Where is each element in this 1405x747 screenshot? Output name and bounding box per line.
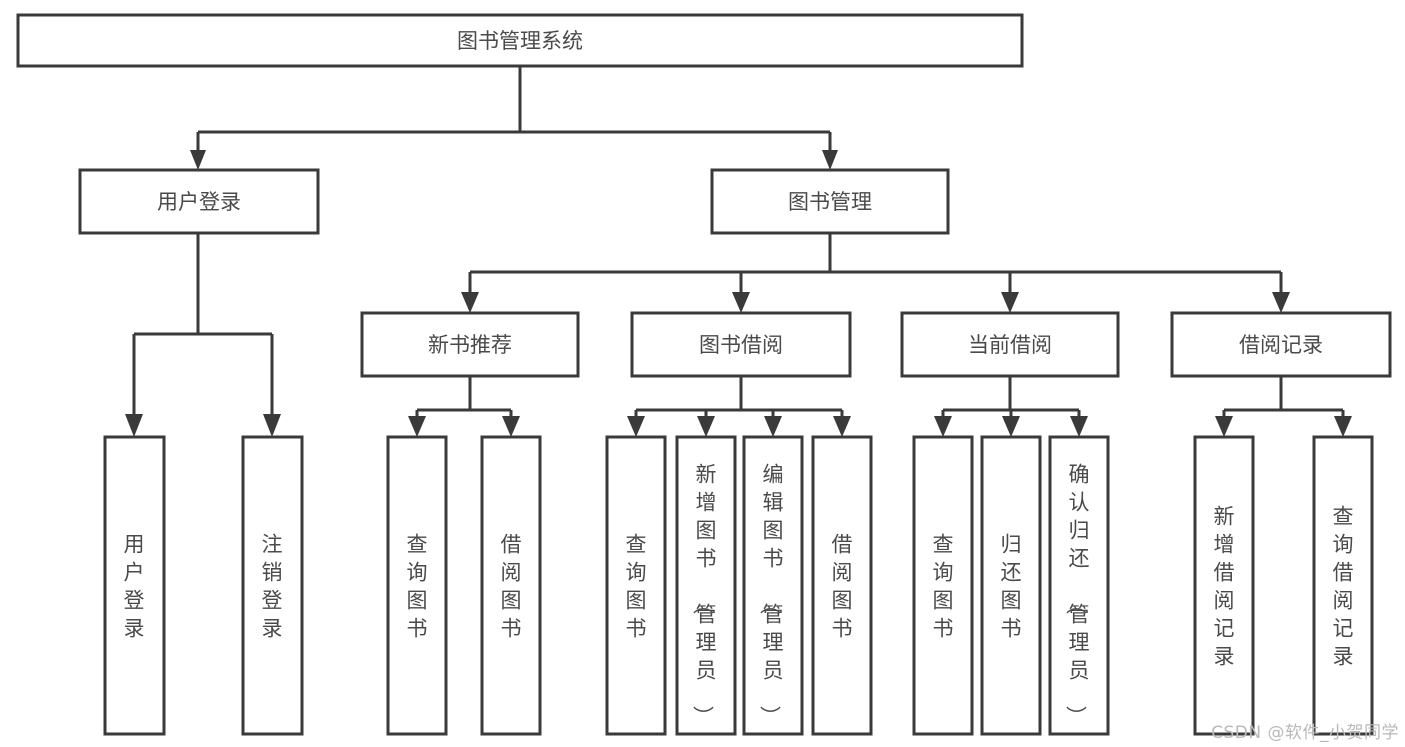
book-borrow-label: 图书借阅 [699, 333, 783, 357]
leaf-book-borrow-4[interactable]: 借阅图书 [811, 435, 873, 736]
root-box[interactable] [16, 13, 1024, 68]
user-login-box[interactable] [78, 168, 320, 235]
leaf-label: 查询借阅记录 [1333, 505, 1354, 669]
arrow-bookmanage-to-record [1272, 292, 1290, 313]
arrow-bookmanage-to-borrow [732, 292, 750, 313]
book-management-label: 图书管理 [788, 190, 872, 214]
arrow-root-to-user-login [190, 150, 206, 170]
leaf-box[interactable] [605, 435, 667, 736]
leaf-box[interactable] [980, 435, 1042, 736]
leaf-book-borrow-2[interactable]: 新增图书（管理员） [675, 435, 737, 736]
leaf-box[interactable] [1193, 435, 1255, 736]
current-borrow-box[interactable] [900, 311, 1120, 378]
leaf-label: 查询图书 [626, 533, 647, 641]
borrow-record-box[interactable] [1170, 311, 1392, 378]
leaf-box[interactable] [811, 435, 873, 736]
leaf-borrow-record-1[interactable]: 新增借阅记录 [1193, 435, 1255, 736]
leaf-book-borrow-1[interactable]: 查询图书 [605, 435, 667, 736]
node-borrow-record[interactable]: 借阅记录 [1170, 311, 1392, 378]
leaf-box[interactable] [241, 435, 304, 736]
arrow-userlogin-leaf-1 [125, 414, 143, 437]
root-label: 图书管理系统 [457, 29, 583, 53]
leaf-box[interactable] [103, 435, 166, 736]
arrow-root-to-book-manage [822, 150, 838, 170]
arrow-bookmanage-to-current [1001, 292, 1019, 313]
leaf-user-login-2[interactable]: 注销登录 [241, 435, 304, 736]
leaf-book-borrow-3[interactable]: 编辑图书（管理员） [742, 435, 804, 736]
leaf-new-book-1[interactable]: 查询图书 [386, 435, 448, 736]
leaf-label: 查询图书 [407, 533, 428, 641]
arrow-newbook-leaf-2 [502, 416, 520, 437]
arrow-borrow-leaf-2 [697, 416, 715, 437]
node-new-book-recommend[interactable]: 新书推荐 [360, 311, 580, 378]
arrow-borrow-leaf-4 [833, 416, 851, 437]
arrow-borrow-leaf-3 [764, 416, 782, 437]
leaf-box[interactable] [1048, 435, 1110, 736]
edge-layer [125, 66, 1352, 437]
leaf-label: 归还图书 [1001, 533, 1022, 641]
node-current-borrow[interactable]: 当前借阅 [900, 311, 1120, 378]
arrow-borrow-leaf-1 [627, 416, 645, 437]
leaf-box[interactable] [1312, 435, 1374, 736]
leaf-label: 确认归还（管理员） [1064, 463, 1090, 727]
leaf-user-login-1[interactable]: 用户登录 [103, 435, 166, 736]
leaf-label: 借阅图书 [501, 533, 522, 641]
new-book-recommend-label: 新书推荐 [428, 333, 512, 357]
leaf-label: 新增借阅记录 [1214, 505, 1235, 669]
leaf-label: 用户登录 [124, 533, 145, 641]
arrow-newbook-leaf-1 [408, 416, 426, 437]
user-login-label: 用户登录 [157, 190, 241, 214]
arrow-current-leaf-2 [1002, 416, 1020, 437]
node-book-borrow[interactable]: 图书借阅 [630, 311, 852, 378]
leaf-label: 编辑图书（管理员） [758, 463, 784, 727]
node-root-book-management-system[interactable]: 图书管理系统 [16, 13, 1024, 68]
leaf-box[interactable] [912, 435, 974, 736]
leaf-box[interactable] [675, 435, 737, 736]
arrow-current-leaf-1 [934, 416, 952, 437]
leaf-current-borrow-3[interactable]: 确认归还（管理员） [1048, 435, 1110, 736]
leaf-current-borrow-1[interactable]: 查询图书 [912, 435, 974, 736]
current-borrow-label: 当前借阅 [968, 333, 1052, 357]
csdn-watermark: CSDN @软件_小贺同学 [1211, 723, 1399, 743]
book-borrow-box[interactable] [630, 311, 852, 378]
arrow-bookmanage-to-newbook [461, 292, 479, 313]
leaf-label: 查询图书 [933, 533, 954, 641]
leaf-current-borrow-2[interactable]: 归还图书 [980, 435, 1042, 736]
leaf-label: 借阅图书 [832, 533, 853, 641]
leaf-borrow-record-2[interactable]: 查询借阅记录 [1312, 435, 1374, 736]
arrow-userlogin-leaf-2 [263, 414, 281, 437]
leaf-box[interactable] [742, 435, 804, 736]
new-book-recommend-box[interactable] [360, 311, 580, 378]
leaf-label: 新增图书（管理员） [691, 463, 717, 727]
arrow-record-leaf-2 [1334, 416, 1352, 437]
leaf-new-book-2[interactable]: 借阅图书 [480, 435, 542, 736]
borrow-record-label: 借阅记录 [1239, 333, 1323, 357]
arrow-current-leaf-3 [1070, 416, 1088, 437]
node-book-management[interactable]: 图书管理 [710, 168, 950, 235]
book-management-box[interactable] [710, 168, 950, 235]
leaf-box[interactable] [386, 435, 448, 736]
leaf-label: 注销登录 [262, 533, 283, 641]
leaf-box[interactable] [480, 435, 542, 736]
node-user-login[interactable]: 用户登录 [78, 168, 320, 235]
arrow-record-leaf-1 [1215, 416, 1233, 437]
